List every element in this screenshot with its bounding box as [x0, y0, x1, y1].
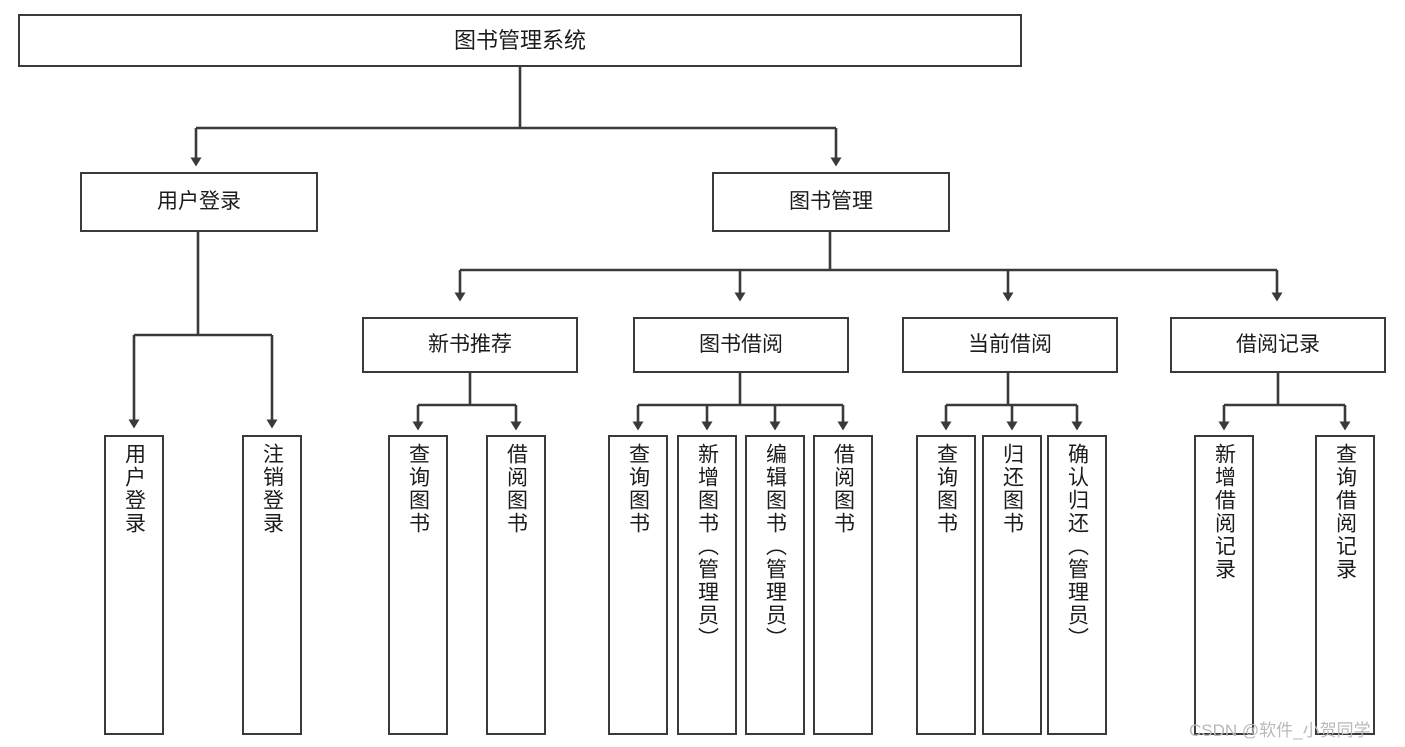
- leaf-borrow-book[interactable]: 借阅图书: [813, 435, 873, 735]
- node-label: 借阅记录: [1236, 332, 1320, 356]
- node-label: 新书推荐: [428, 332, 512, 356]
- node-user-login[interactable]: 用户登录: [80, 172, 318, 232]
- node-book-management[interactable]: 图书管理: [712, 172, 950, 232]
- leaf-add-borrow-record[interactable]: 新增借阅记录: [1194, 435, 1254, 735]
- node-current-borrow[interactable]: 当前借阅: [902, 317, 1118, 373]
- leaf-query-book-current[interactable]: 查询图书: [916, 435, 976, 735]
- node-book-borrow[interactable]: 图书借阅: [633, 317, 849, 373]
- node-label: 借阅图书: [504, 443, 528, 535]
- node-new-book-recommend[interactable]: 新书推荐: [362, 317, 578, 373]
- node-label: 图书管理系统: [453, 27, 586, 53]
- leaf-logout[interactable]: 注销登录: [242, 435, 302, 735]
- node-label: 借阅图书: [831, 443, 855, 535]
- leaf-confirm-return-admin[interactable]: 确认归还（管理员）: [1047, 435, 1107, 735]
- leaf-query-book-borrow[interactable]: 查询图书: [608, 435, 668, 735]
- leaf-return-book[interactable]: 归还图书: [982, 435, 1042, 735]
- csdn-watermark: CSDN @软件_小贺同学: [1189, 721, 1371, 740]
- node-label: 确认归还（管理员）: [1065, 443, 1089, 650]
- node-label: 新增图书（管理员）: [695, 443, 719, 650]
- node-label: 编辑图书（管理员）: [763, 443, 787, 650]
- node-label: 归还图书: [1000, 443, 1024, 535]
- node-label: 查询借阅记录: [1333, 443, 1357, 581]
- leaf-borrow-book-recommend[interactable]: 借阅图书: [486, 435, 546, 735]
- node-label: 图书管理: [789, 189, 873, 213]
- leaf-edit-book-admin[interactable]: 编辑图书（管理员）: [745, 435, 805, 735]
- node-label: 查询图书: [626, 443, 650, 535]
- leaf-query-book-recommend[interactable]: 查询图书: [388, 435, 448, 735]
- node-root-system[interactable]: 图书管理系统: [18, 14, 1022, 67]
- leaf-user-login[interactable]: 用户登录: [104, 435, 164, 735]
- leaf-add-book-admin[interactable]: 新增图书（管理员）: [677, 435, 737, 735]
- node-label: 图书借阅: [699, 332, 783, 356]
- node-label: 当前借阅: [968, 332, 1052, 356]
- node-label: 用户登录: [157, 189, 241, 213]
- node-label: 新增借阅记录: [1212, 443, 1236, 581]
- node-label: 注销登录: [260, 443, 284, 535]
- node-label: 用户登录: [122, 443, 146, 535]
- leaf-query-borrow-record[interactable]: 查询借阅记录: [1315, 435, 1375, 735]
- node-label: 查询图书: [406, 443, 430, 535]
- node-label: 查询图书: [934, 443, 958, 535]
- node-borrow-record[interactable]: 借阅记录: [1170, 317, 1386, 373]
